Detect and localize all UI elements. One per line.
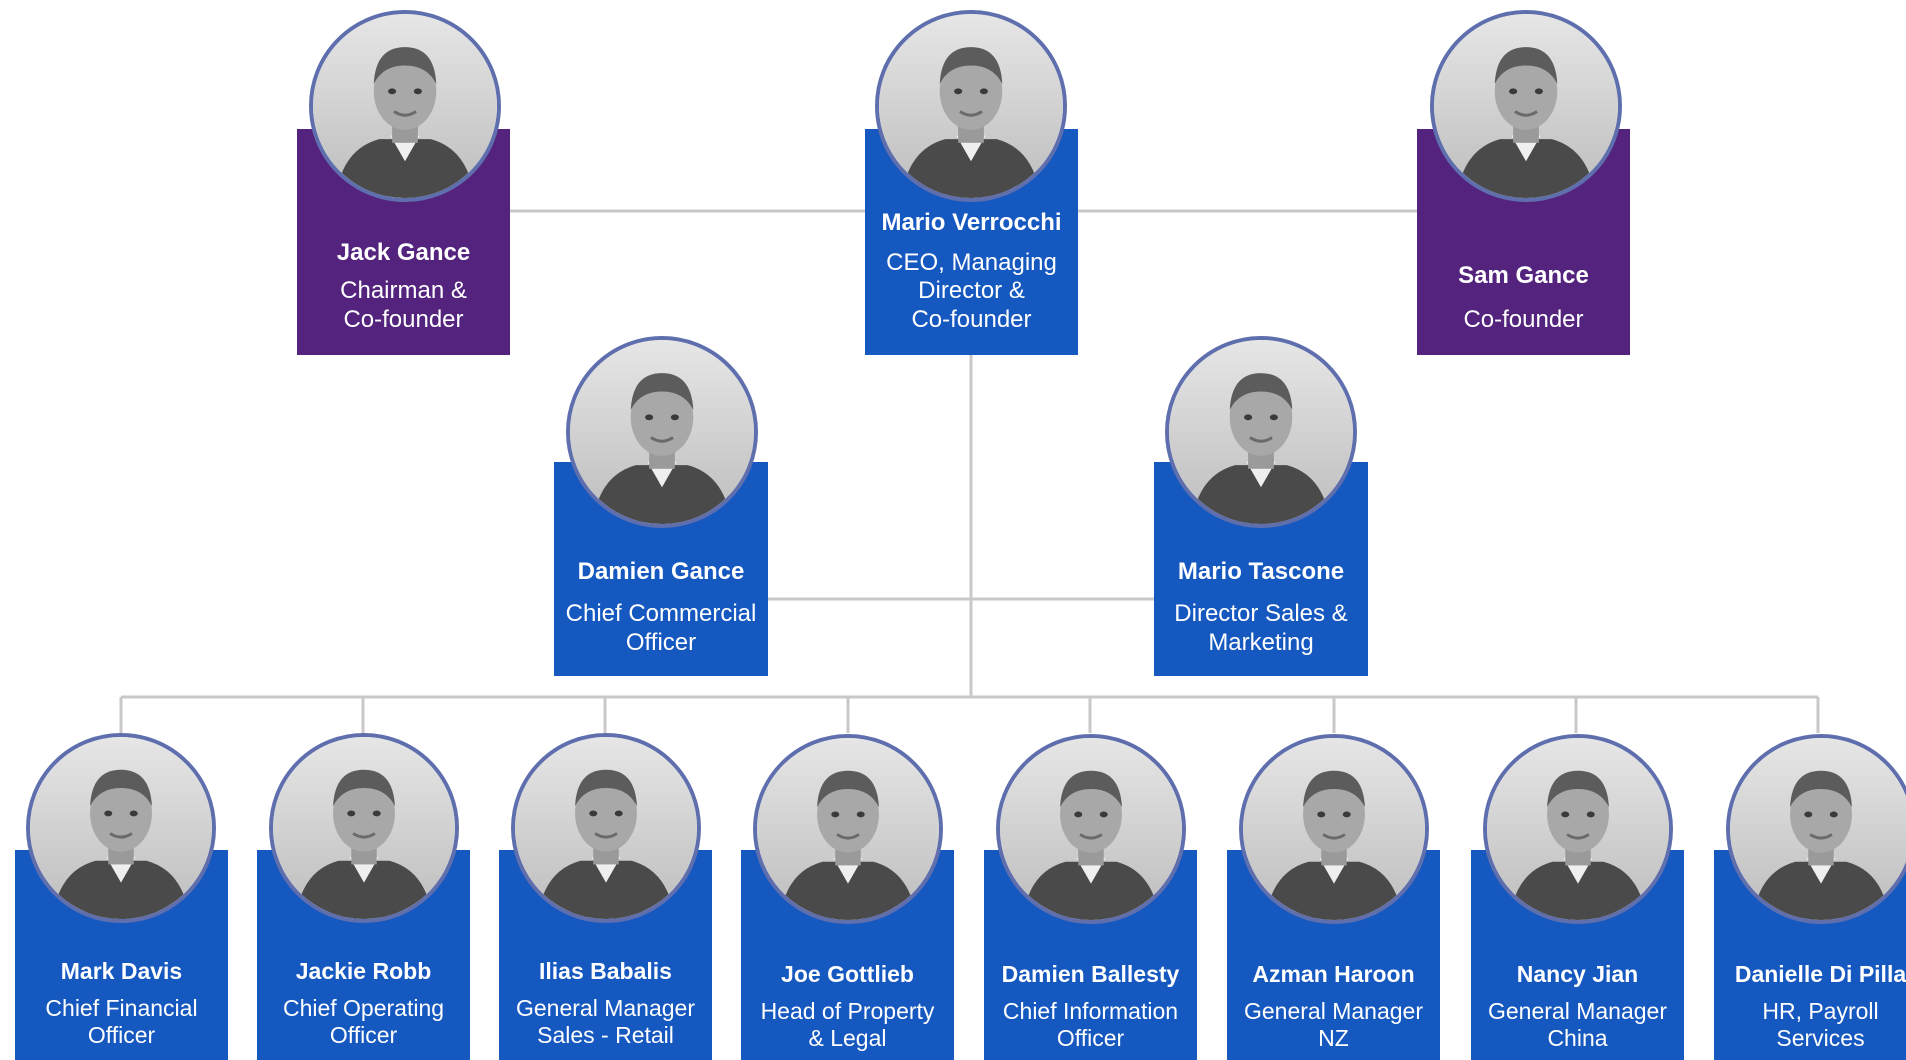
person-role: Co-founder [1463,306,1584,334]
person-name: Damien Gance [577,558,745,586]
person-photo-icon [566,336,758,528]
person-photo-icon [309,10,501,202]
person-role: General Manager Sales - Retail [516,994,695,1049]
person-photo-icon [269,733,459,923]
person-photo-icon [1165,336,1357,528]
person-name: Azman Haroon [1252,960,1415,987]
person-role: General Manager NZ [1244,997,1423,1052]
person-name: Ilias Babalis [539,957,672,984]
person-photo-icon [753,734,943,924]
person-photo-icon [996,734,1186,924]
person-role: Chairman & Co-founder [340,277,467,334]
person-name: Mario Verrocchi [881,208,1062,236]
person-photo-icon [1239,734,1429,924]
person-name: Jack Gance [336,239,471,267]
person-role: Chief Commercial Officer [565,600,757,657]
person-role: Head of Property & Legal [760,997,935,1052]
person-photo-icon [26,733,216,923]
person-role: Chief Operating Officer [282,994,445,1049]
person-name: Nancy Jian [1516,960,1639,987]
person-name: Sam Gance [1458,262,1589,290]
person-photo-icon [1726,734,1906,924]
person-name: Mark Davis [60,957,183,984]
person-photo-icon [511,733,701,923]
person-role: Chief Financial Officer [45,994,198,1049]
person-name: Danielle Di Pilla [1734,960,1906,987]
person-role: Chief Information Officer [1002,997,1179,1052]
person-role: Director Sales & Marketing [1174,600,1348,657]
person-photo-icon [1483,734,1673,924]
person-name: Damien Ballesty [1001,960,1180,987]
person-name: Joe Gottlieb [781,960,914,987]
person-role: CEO, Managing Director & Co-founder [886,248,1057,334]
person-name: Mario Tascone [1177,558,1345,586]
person-name: Jackie Robb [295,957,432,984]
person-role: HR, Payroll Services [1762,997,1879,1052]
person-photo-icon [1430,10,1622,202]
person-photo-icon [875,10,1067,202]
person-role: General Manager China [1488,997,1667,1052]
